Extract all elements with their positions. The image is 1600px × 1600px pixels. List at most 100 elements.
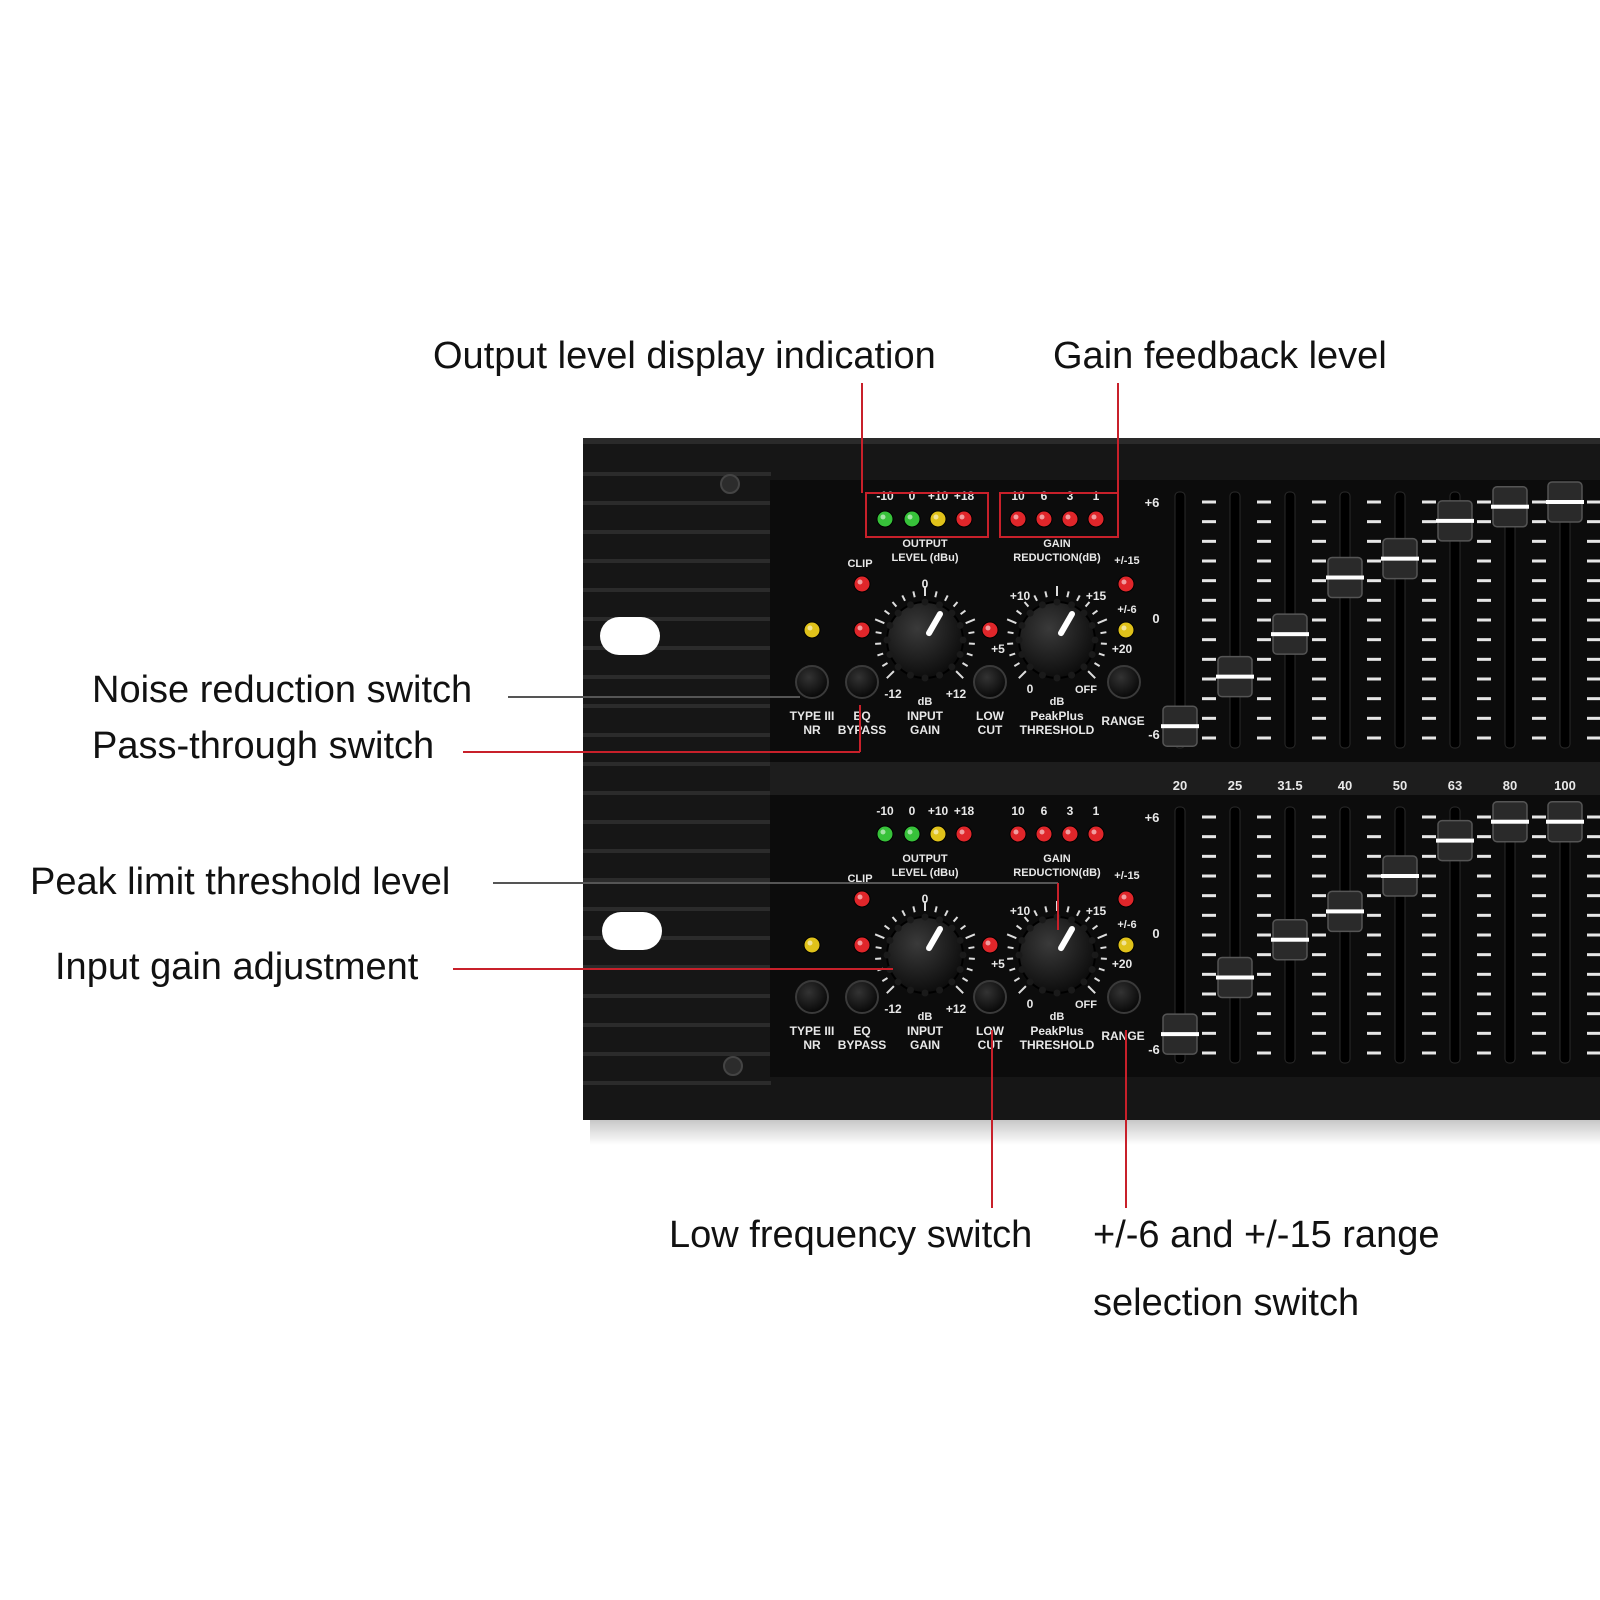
fader-tick [1312,657,1326,661]
input-gain-knob-tick [874,618,885,625]
fader-tick [1477,520,1491,524]
fader-tick [1257,539,1271,543]
input-gain-scale-max: +12 [946,1002,967,1016]
fader-cap-line [1546,819,1584,824]
gain-reduction-led-glint [1091,514,1097,520]
fader-tick [1587,835,1600,839]
fader-tick [1312,736,1326,740]
fader-tick [1587,677,1600,681]
fader-tick [1312,894,1326,898]
input-gain-knob-tick [960,924,967,930]
frequency-label: 100 [1554,778,1576,793]
fader-tick [1422,677,1436,681]
threshold-knob-grip [1026,978,1034,986]
fader-tick [1587,697,1600,701]
threshold-title: THRESHOLD [1020,723,1095,737]
output-level-scale-label: 0 [909,489,916,503]
fader-tick [1532,598,1546,602]
eq-bypass-button [845,665,879,699]
fader-tick [1202,815,1216,819]
frequency-label: 63 [1448,778,1462,793]
fader-tick [1202,697,1216,701]
fader-tick [1532,933,1546,937]
output-level-led-glint [907,514,913,520]
input-gain-knob-tick [883,609,890,615]
fader-tick [1477,953,1491,957]
input-gain-knob-grip [936,916,944,924]
fader-tick [1257,559,1271,563]
fader-tick [1422,953,1436,957]
low-cut-label: CUT [978,723,1003,737]
ear-rib [583,762,771,766]
fader-tick [1477,559,1491,563]
input-gain-knob-grip [956,966,964,974]
threshold-knob-tick [1018,670,1027,679]
gain-reduction-scale-label: 1 [1093,804,1100,818]
fader-slot [1339,491,1351,749]
fader-tick [1257,835,1271,839]
threshold-scale-right: +15 [1086,904,1107,918]
threshold-knob-grip [1053,674,1061,682]
fader-slot [1339,806,1351,1064]
fader-tick [1532,657,1546,661]
threshold-knob-grip [1080,663,1088,671]
fader-tick [1477,677,1491,681]
input-gain-knob-tick [968,631,975,635]
fader-slot [1394,491,1406,749]
threshold-knob-tick [1084,916,1091,923]
threshold-knob-grip [1018,966,1026,974]
fader-tick [1367,736,1381,740]
fader-tick [1257,657,1271,661]
fader-slot [1394,806,1406,1064]
fader-tick [1257,618,1271,622]
low-cut-led-glint [985,940,991,946]
threshold-knob-grip [1080,609,1088,617]
input-gain-scale-mid: 0 [922,577,929,591]
fader-tick [1477,992,1491,996]
input-gain-knob-tick [912,591,916,598]
range-15-led [1117,890,1135,908]
ear-rib [583,849,771,853]
fader-tick [1312,520,1326,524]
fader-tick [1367,677,1381,681]
input-gain-knob-tick [881,977,889,982]
fader-tick [1257,697,1271,701]
fader-tick [1532,992,1546,996]
fader-tick [1202,559,1216,563]
range-value-15: +/-15 [1114,555,1139,567]
fader-slot [1174,806,1186,1064]
fader-cap-line [1546,500,1584,504]
threshold-scale-left: +10 [1010,904,1031,918]
fader-tick [1312,618,1326,622]
fader-tick [1367,894,1381,898]
fader-tick [1532,500,1546,504]
fader-tick [1257,520,1271,524]
leader-lines [453,383,1127,1208]
fader-tick [1367,539,1381,543]
fader-tick [1312,1031,1326,1035]
frequency-label: 50 [1393,778,1407,793]
input-gain-title: dB [918,1011,933,1023]
output-level-scale-label: +18 [954,489,975,503]
fader-tick [1257,874,1271,878]
gain-reduction-scale-label: 10 [1011,804,1025,818]
fader-tick [1477,716,1491,720]
threshold-scale-zero: 0 [1027,682,1034,696]
threshold-knob-tick [1097,933,1108,940]
fader-tick [1532,835,1546,839]
input-gain-knob-tick [891,601,898,608]
fader-tick [1587,972,1600,976]
fader-tick [1422,539,1436,543]
range-6-led [1117,936,1135,954]
gain-reduction-led [1087,510,1105,528]
frequency-label: 40 [1338,778,1352,793]
fader-tick [1477,598,1491,602]
output-level-scale-label: +10 [928,489,949,503]
input-gain-knob-tick [968,946,975,950]
threshold-knob-grip [1080,924,1088,932]
fader-tick [1532,874,1546,878]
threshold-knob-tick [1097,618,1108,625]
